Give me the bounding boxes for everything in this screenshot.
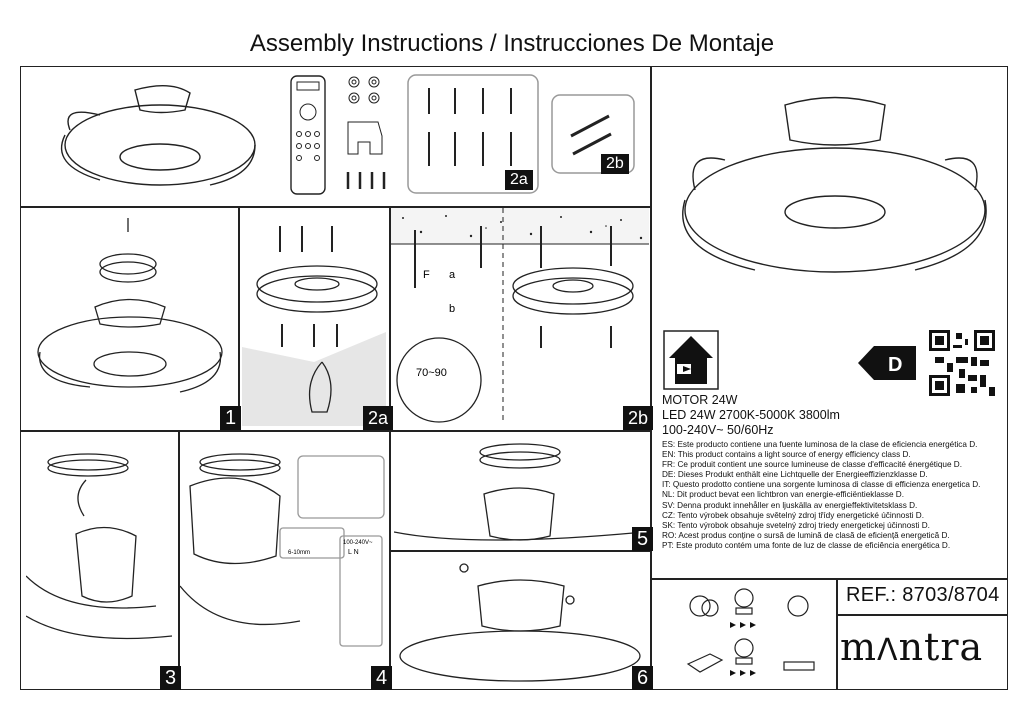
instruction-sheet xyxy=(20,66,1008,690)
divider xyxy=(20,430,650,432)
lang-statement-sk: SK: Tento výrobok obsahuje svetelný zdro… xyxy=(662,520,930,530)
step-1-number: 1 xyxy=(220,406,242,430)
driver-icon xyxy=(686,653,724,673)
divider xyxy=(836,578,838,690)
divider xyxy=(178,430,180,690)
spec-block: MOTOR 24W LED 24W 2700K-5000K 3800lm 100… xyxy=(662,393,840,438)
brand-logo: mΛntra xyxy=(840,625,984,669)
lang-statement-fr: FR: Ce produit contient une source lumin… xyxy=(662,460,962,470)
anchor-kit-box xyxy=(407,74,539,194)
force-label: F xyxy=(423,269,430,281)
wire-length-label: 6-10mm xyxy=(288,550,310,556)
lang-statement-it: IT: Questo prodotto contiene una sorgent… xyxy=(662,480,981,490)
step-2a-illustration xyxy=(242,226,386,426)
lang-statement-pt: PT: Este produto contém uma fonte de luz… xyxy=(662,540,951,550)
page-title: Assembly Instructions / Instrucciones De… xyxy=(249,30,775,57)
energy-class-letter: D xyxy=(888,354,902,376)
fan-product-illustration xyxy=(682,96,987,273)
step-3-illustration xyxy=(26,453,173,640)
step-4-number: 4 xyxy=(371,666,393,690)
divider xyxy=(389,430,391,690)
step-5-illustration xyxy=(394,443,645,541)
step-a-label: a xyxy=(449,269,456,281)
lang-statement-es: ES: Este producto contiene una fuente lu… xyxy=(662,440,978,449)
house-indoor-icon xyxy=(663,330,719,390)
bolt-kit-box xyxy=(551,94,635,174)
lang-statement-nl: NL: Dit product bevat een lichtbron van … xyxy=(662,490,904,500)
step-6-illustration xyxy=(399,563,641,682)
qr-code-icon xyxy=(929,330,995,396)
step-2a-number: 2a xyxy=(363,406,394,430)
step-5-number: 5 xyxy=(632,527,654,551)
led-spec: LED 24W 2700K-5000K 3800lm xyxy=(662,408,840,422)
lang-statement-sv: SV: Denna produkt innehåller en ljuskäll… xyxy=(662,500,918,510)
divider xyxy=(650,66,652,690)
voltage-tag: 100-240V~ xyxy=(343,540,373,546)
energy-class-badge: D xyxy=(858,346,916,380)
step-2b-number: 2b xyxy=(623,406,654,430)
step-2b-illustration: F a b 70~90 xyxy=(391,208,649,423)
lang-statement-de: DE: Dieses Produkt enthält eine Lichtque… xyxy=(662,470,928,480)
step-b-label: b xyxy=(449,303,455,315)
fan-overview-illustration xyxy=(60,85,256,186)
energy-statement-list: ES: Este producto contiene una fuente lu… xyxy=(662,440,1002,551)
led-icon xyxy=(787,595,809,617)
step-1-illustration xyxy=(37,218,223,393)
product-reference: REF.: 8703/8704 xyxy=(846,584,1000,606)
replacement-icons xyxy=(686,588,815,676)
divider xyxy=(389,550,650,552)
divider xyxy=(836,614,1008,616)
divider xyxy=(238,206,240,430)
lang-statement-en: EN: This product contains a light source… xyxy=(662,450,911,460)
divider xyxy=(389,206,391,430)
lang-statement-ro: RO: Acest produs conține o sursă de lumi… xyxy=(662,530,950,540)
step-3-number: 3 xyxy=(160,666,182,690)
step-2b-kit-tag: 2b xyxy=(601,154,629,174)
remote-control-icon xyxy=(290,75,326,195)
motor-spec: MOTOR 24W xyxy=(662,393,738,407)
small-parts-illustration xyxy=(346,76,386,189)
lang-statement-cz: CZ: Tento výrobek obsahuje světelný zdro… xyxy=(662,510,924,520)
divider xyxy=(650,578,1008,580)
step-2a-kit-tag: 2a xyxy=(505,170,533,190)
step-6-number: 6 xyxy=(632,666,654,690)
terminal-label: L N xyxy=(348,549,359,556)
voltage-spec: 100-240V~ 50/60Hz xyxy=(662,423,774,437)
divider xyxy=(20,206,650,208)
step-4-illustration: 6-10mm 100-240V~ L N xyxy=(180,453,385,647)
hole-range-label: 70~90 xyxy=(416,367,447,379)
